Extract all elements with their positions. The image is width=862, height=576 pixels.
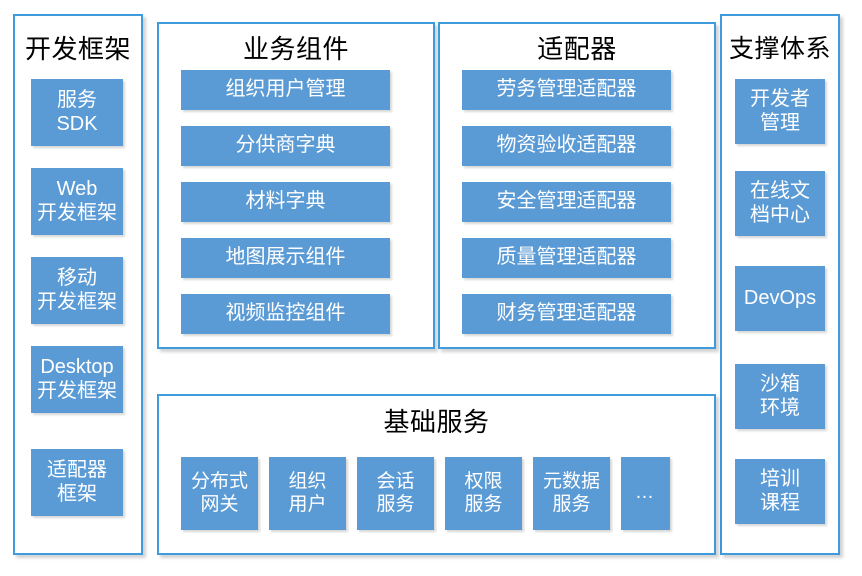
chip-line-2: 网关 (200, 493, 239, 515)
chip-line-2: 框架 (57, 482, 97, 505)
chip-line-2: 开发框架 (37, 201, 117, 224)
chip-line-1: 地图展示组件 (225, 246, 346, 269)
chip-biz-video-monitor-component[interactable]: 视频监控组件 (181, 294, 390, 334)
panel-dev-framework-title: 开发框架 (24, 34, 131, 64)
panel-business-components-title: 业务组件 (242, 34, 349, 64)
chip-line-2: 档中心 (750, 203, 810, 226)
chip-support-online-doc-center[interactable]: 在线文 档中心 (735, 171, 825, 236)
chip-line-2: 管理 (760, 111, 800, 134)
chip-support-training-course[interactable]: 培训 课程 (735, 459, 825, 524)
chip-adapter-finance-management[interactable]: 财务管理适配器 (462, 294, 671, 334)
chip-adapter-material-acceptance[interactable]: 物资验收适配器 (462, 126, 671, 166)
panel-support-system: 支撑体系 开发者 管理 在线文 档中心 DevOps 沙箱 环境 培训 课程 (720, 14, 840, 555)
chip-line-1: 移动 (57, 266, 97, 289)
chip-adapter-labor-management[interactable]: 劳务管理适配器 (462, 70, 671, 110)
panel-base-services-title: 基础服务 (383, 407, 490, 437)
chip-line-1: 组织 (288, 471, 327, 493)
chip-line-1: 分布式 (190, 471, 248, 493)
chip-adapter-quality-management[interactable]: 质量管理适配器 (462, 238, 671, 278)
chip-support-sandbox-environment[interactable]: 沙箱 环境 (735, 364, 825, 429)
chip-line-1: 沙箱 (760, 372, 800, 395)
chip-base-more-services[interactable]: … (621, 457, 670, 530)
chip-base-metadata-service[interactable]: 元数据 服务 (533, 457, 610, 530)
chip-base-session-service[interactable]: 会话 服务 (357, 457, 434, 530)
chip-line-2: 用户 (288, 493, 327, 515)
panel-support-system-title: 支撑体系 (728, 35, 831, 63)
chip-dev-mobile-framework[interactable]: 移动 开发框架 (31, 257, 123, 324)
chip-adapter-safety-management[interactable]: 安全管理适配器 (462, 182, 671, 222)
chip-line-1: 劳务管理适配器 (496, 78, 637, 101)
panel-base-services: 基础服务 分布式 网关 组织 用户 会话 服务 权限 服务 元数据 服务 … (157, 394, 716, 555)
chip-line-1: 视频监控组件 (225, 302, 346, 325)
chip-dev-web-framework[interactable]: Web 开发框架 (31, 168, 123, 235)
chip-base-permission-service[interactable]: 权限 服务 (445, 457, 522, 530)
chip-biz-material-dictionary[interactable]: 材料字典 (181, 182, 390, 222)
chip-line-2: SDK (56, 112, 98, 135)
chip-line-1: 会话 (376, 471, 415, 493)
panel-business-components: 业务组件 组织用户管理 分供商字典 材料字典 地图展示组件 视频监控组件 (157, 22, 435, 349)
chip-line-1: Desktop (40, 355, 114, 378)
chip-biz-map-display-component[interactable]: 地图展示组件 (181, 238, 390, 278)
panel-adapters-title: 适配器 (537, 34, 617, 64)
chip-line-1: 财务管理适配器 (496, 302, 637, 325)
panel-adapters: 适配器 劳务管理适配器 物资验收适配器 安全管理适配器 质量管理适配器 财务管理… (438, 22, 716, 349)
chip-biz-supplier-dictionary[interactable]: 分供商字典 (181, 126, 390, 166)
chip-line-1: DevOps (743, 286, 817, 309)
chip-line-1: 适配器 (47, 458, 107, 481)
chip-line-2: 服务 (552, 493, 591, 515)
chip-dev-desktop-framework[interactable]: Desktop 开发框架 (31, 346, 123, 413)
chip-line-1: … (635, 482, 656, 504)
chip-dev-adapter-framework[interactable]: 适配器 框架 (31, 449, 123, 516)
chip-line-2: 服务 (376, 493, 415, 515)
chip-line-1: 开发者 (750, 87, 810, 110)
chip-line-1: 分供商字典 (235, 134, 336, 157)
chip-line-1: 材料字典 (245, 190, 326, 213)
chip-line-1: 服务 (57, 88, 97, 111)
panel-dev-framework: 开发框架 服务 SDK Web 开发框架 移动 开发框架 Desktop 开发框… (13, 14, 143, 555)
chip-line-1: 培训 (760, 467, 800, 490)
chip-line-1: 权限 (464, 471, 503, 493)
chip-line-1: 在线文 (750, 179, 810, 202)
chip-line-2: 服务 (464, 493, 503, 515)
chip-base-org-user[interactable]: 组织 用户 (269, 457, 346, 530)
chip-biz-org-user-management[interactable]: 组织用户管理 (181, 70, 390, 110)
chip-line-1: 组织用户管理 (225, 78, 346, 101)
chip-base-distributed-gateway[interactable]: 分布式 网关 (181, 457, 258, 530)
chip-line-2: 开发框架 (37, 379, 117, 402)
chip-line-1: Web (56, 177, 98, 200)
chip-line-2: 开发框架 (37, 290, 117, 313)
chip-support-devops[interactable]: DevOps (735, 266, 825, 331)
chip-line-2: 环境 (760, 396, 800, 419)
chip-line-1: 物资验收适配器 (496, 134, 637, 157)
chip-line-1: 质量管理适配器 (496, 246, 637, 269)
chip-support-developer-management[interactable]: 开发者 管理 (735, 79, 825, 144)
chip-line-1: 元数据 (542, 471, 600, 493)
chip-line-2: 课程 (760, 491, 800, 514)
chip-dev-service-sdk[interactable]: 服务 SDK (31, 79, 123, 146)
chip-line-1: 安全管理适配器 (496, 190, 637, 213)
